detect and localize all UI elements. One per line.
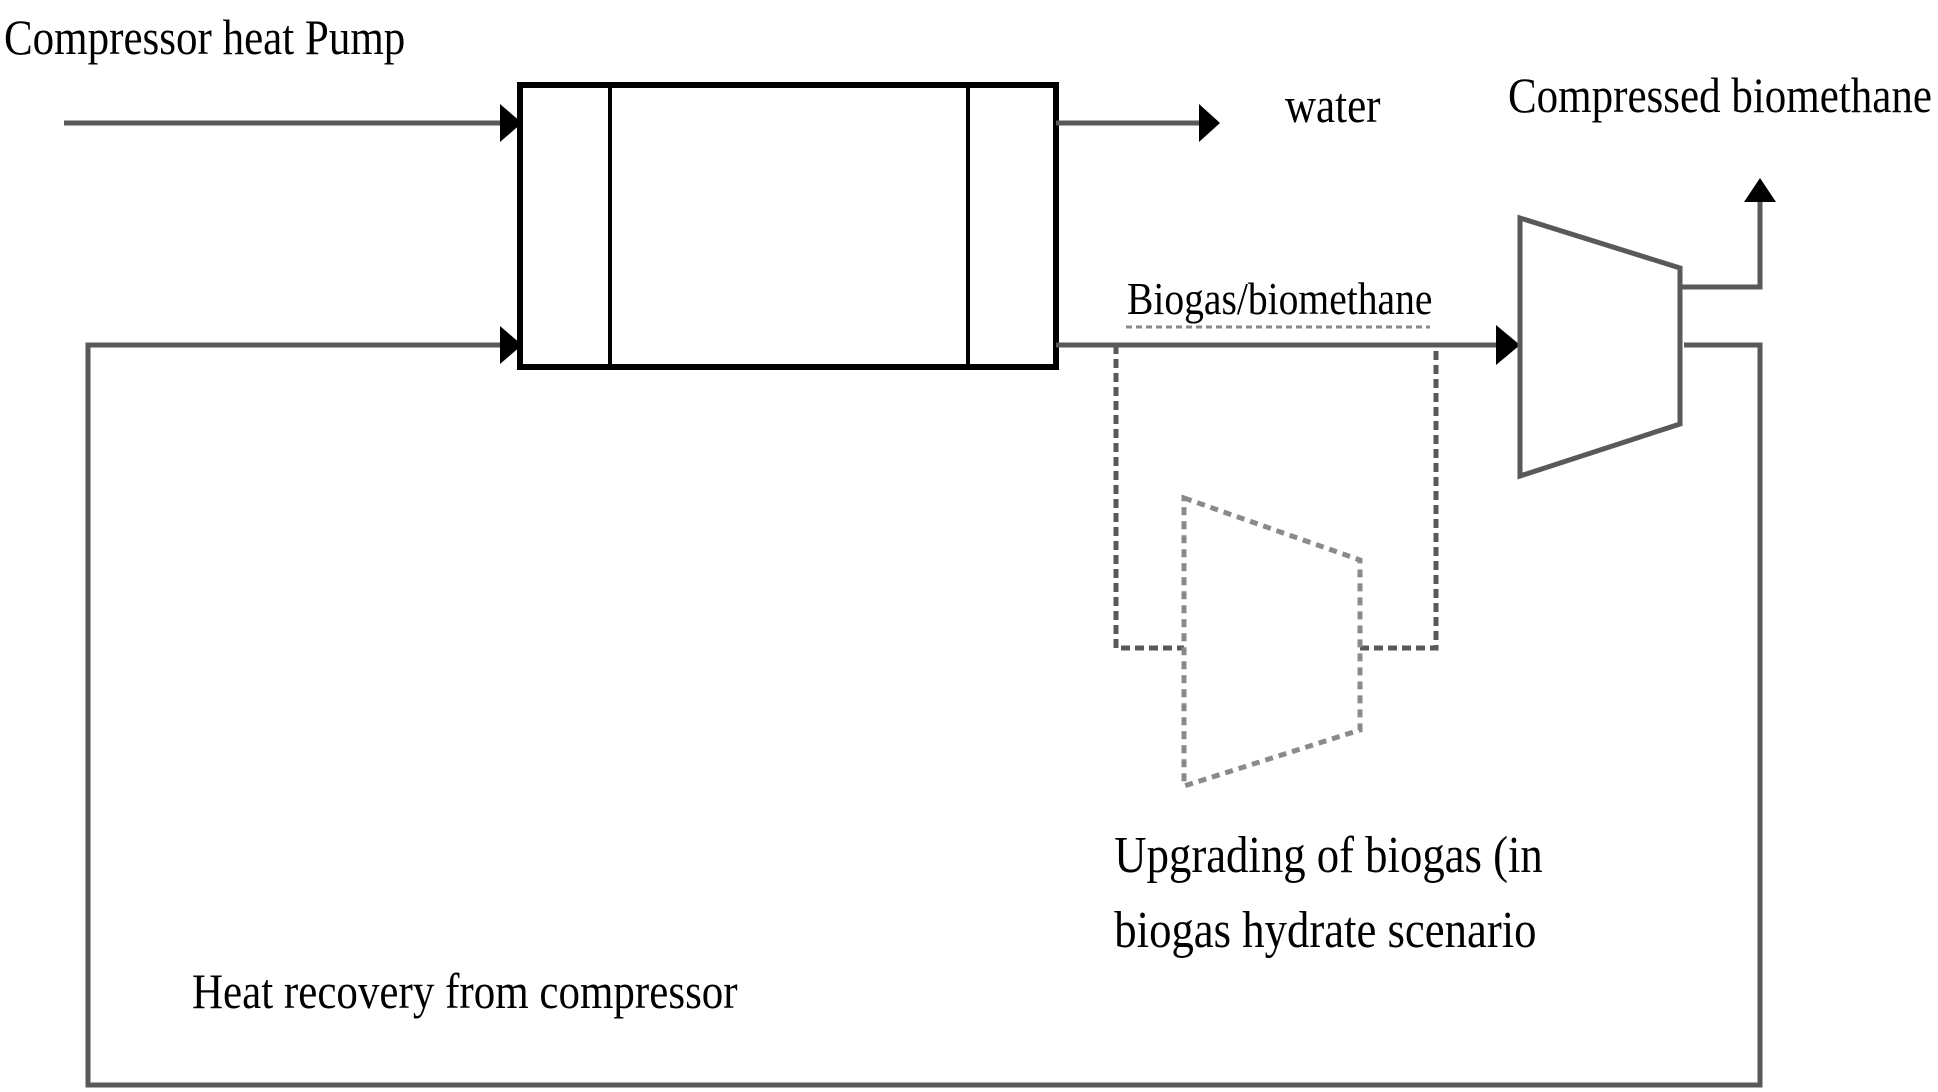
heat-recovery-loop (85, 342, 1763, 1088)
heat-pump-inlet-arrowhead (500, 104, 522, 142)
upgrading-bypass-loop (1113, 345, 1184, 651)
heat-recovery-inlet-arrowhead (500, 326, 522, 364)
upgrading-label: Upgrading of biogas (in biogas hydrate s… (1114, 818, 1543, 969)
compressor-heat-pump-label: Compressor heat Pump (4, 9, 406, 65)
upgrading-bypass-loop-right (1360, 345, 1439, 651)
heat-exchanger-box (517, 82, 1059, 370)
compressed-biomethane-arrowhead (1744, 178, 1776, 202)
biogas-line-arrowhead (1496, 325, 1520, 365)
biogas-biomethane-label: Biogas/biomethane (1127, 273, 1433, 324)
heat-recovery-label: Heat recovery from compressor (192, 963, 738, 1019)
main-compressor (1517, 214, 1683, 480)
upgrading-label-line1: Upgrading of biogas (in (1114, 827, 1543, 884)
compressed-biomethane-label: Compressed biomethane (1508, 67, 1932, 123)
upgrading-label-line2: biogas hydrate scenario (1114, 902, 1537, 960)
water-label: water (1285, 77, 1381, 133)
compressed-biomethane-outlet-line (1680, 200, 1763, 290)
water-outlet-arrowhead (1199, 104, 1220, 142)
upgrading-compressor (1181, 494, 1363, 790)
